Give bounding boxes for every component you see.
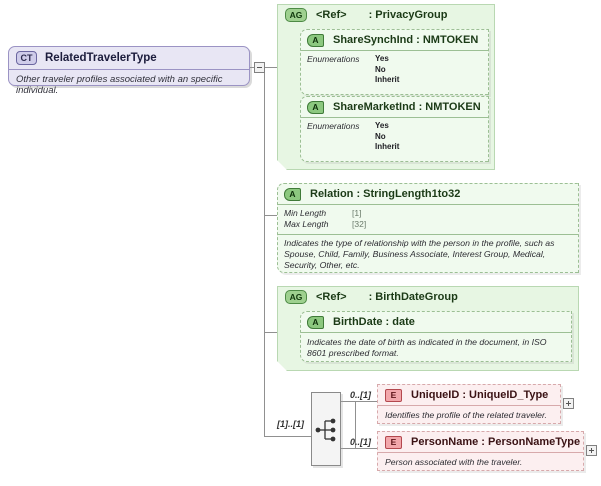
expand-toggle-uniqueid[interactable] (563, 398, 574, 409)
element-box-uniqueid[interactable]: E UniqueID : UniqueID_Type Identifies th… (377, 384, 561, 424)
enumeration-value: Yes (375, 121, 389, 130)
expand-toggle-personname[interactable] (586, 445, 597, 456)
attribute-header-relation: A Relation : StringLength1to32 (278, 184, 578, 205)
facet-label: Max Length (284, 219, 329, 229)
facet-value: [1] (352, 208, 362, 218)
sequence-compositor[interactable] (311, 392, 341, 466)
connector-sequence-outtrunk (355, 401, 356, 448)
element-title: PersonName : PersonNameType (411, 436, 581, 448)
attribute-facets-sharesynchind: Enumerations Yes No Inherit (301, 51, 488, 88)
element-box-personname[interactable]: E PersonName : PersonNameType Person ass… (377, 431, 584, 471)
complex-type-name: RelatedTravelerType (45, 52, 157, 64)
attribute-group-name: : BirthDateGroup (368, 291, 458, 303)
element-title: UniqueID : UniqueID_Type (411, 389, 549, 401)
connector-sequence-to-uniqueid (341, 401, 377, 402)
enumeration-value: Inherit (375, 75, 400, 84)
sequence-cardinality-label: [1]..[1] (277, 419, 304, 429)
attribute-icon: A (284, 187, 301, 201)
attribute-header-sharesynchind: A ShareSynchInd : NMTOKEN (301, 30, 488, 51)
complex-type-header: CT RelatedTravelerType (9, 47, 249, 70)
connector-trunk (264, 67, 265, 436)
attribute-icon: A (307, 100, 324, 114)
connector-branch-relation (264, 215, 278, 216)
connector-sequence-to-personname (341, 448, 377, 449)
complex-type-icon: CT (16, 51, 37, 65)
element-header-personname: E PersonName : PersonNameType (378, 432, 583, 453)
attribute-title: ShareSynchInd : NMTOKEN (333, 34, 479, 46)
connector-root-stub (249, 67, 254, 68)
element-icon: E (385, 435, 402, 449)
enumeration-value: Yes (375, 54, 389, 63)
enumeration-value: No (375, 64, 386, 74)
connector-branch-sequence (264, 436, 311, 437)
attribute-facets-relation: Min Length [1] Max Length [32] (278, 205, 578, 232)
attribute-group-header-privacygroup: AG <Ref> : PrivacyGroup (278, 5, 494, 25)
sequence-icon (315, 418, 336, 442)
attribute-header-sharemarketind: A ShareMarketInd : NMTOKEN (301, 97, 488, 118)
attribute-group-ref-label: <Ref> (316, 9, 347, 21)
attribute-box-sharesynchind[interactable]: A ShareSynchInd : NMTOKEN Enumerations Y… (300, 29, 489, 95)
enumeration-value: No (375, 131, 386, 141)
attribute-documentation: Indicates the type of relationship with … (278, 234, 578, 274)
element-header-uniqueid: E UniqueID : UniqueID_Type (378, 385, 560, 406)
attribute-icon: A (307, 315, 324, 329)
element-icon: E (385, 388, 402, 402)
attribute-box-relation[interactable]: A Relation : StringLength1to32 Min Lengt… (277, 183, 579, 273)
enumerations-values: Yes No Inherit (375, 54, 399, 86)
attribute-group-icon: AG (285, 8, 307, 22)
element-documentation: Identifies the profile of the related tr… (385, 410, 547, 420)
attribute-box-sharemarketind[interactable]: A ShareMarketInd : NMTOKEN Enumerations … (300, 96, 489, 162)
attribute-documentation: Indicates the date of birth as indicated… (307, 337, 547, 358)
attribute-title: Relation : StringLength1to32 (310, 188, 461, 200)
attribute-group-header-birthdategroup: AG <Ref> : BirthDateGroup (278, 287, 578, 307)
facet-label: Min Length (284, 208, 327, 218)
connector-branch-privacygroup (264, 67, 278, 68)
enumerations-label: Enumerations (307, 54, 360, 64)
attribute-icon: A (307, 33, 324, 47)
element-cardinality-uniqueid: 0..[1] (350, 390, 372, 400)
attribute-box-birthdate[interactable]: A BirthDate : date Indicates the date of… (300, 311, 572, 362)
connector-branch-birthdategroup (264, 332, 278, 333)
facet-value: [32] (352, 219, 367, 229)
collapse-toggle-root[interactable] (254, 62, 265, 73)
complex-type-documentation: Other traveler profiles associated with … (16, 74, 223, 96)
element-cardinality-personname: 0..[1] (350, 437, 372, 447)
facet-row-max-length: Max Length [32] (284, 219, 578, 230)
element-documentation: Person associated with the traveler. (385, 457, 523, 467)
enumerations-label: Enumerations (307, 121, 360, 131)
attribute-group-icon: AG (285, 290, 307, 304)
enumerations-values: Yes No Inherit (375, 121, 399, 153)
attribute-title: ShareMarketInd : NMTOKEN (333, 101, 481, 113)
attribute-group-ref-label: <Ref> (316, 291, 347, 303)
facet-row-min-length: Min Length [1] (284, 208, 578, 219)
complex-type-box-relatedtravelertype[interactable]: CT RelatedTravelerType Other traveler pr… (8, 46, 250, 96)
enumeration-value: Inherit (375, 142, 400, 151)
attribute-facets-sharemarketind: Enumerations Yes No Inherit (301, 118, 488, 155)
attribute-title: BirthDate : date (333, 316, 415, 328)
attribute-header-birthdate: A BirthDate : date (301, 312, 571, 333)
attribute-group-name: : PrivacyGroup (368, 9, 448, 21)
